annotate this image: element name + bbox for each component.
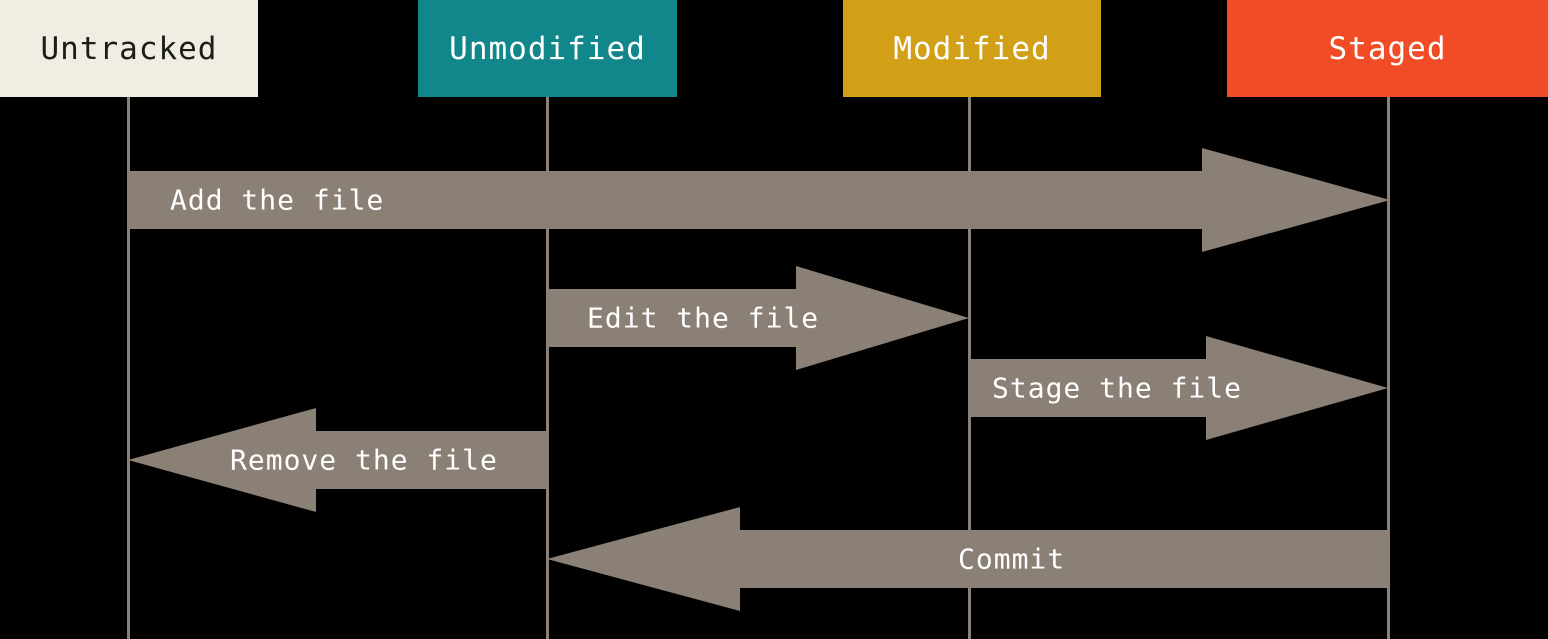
state-label-untracked: Untracked [40, 30, 218, 67]
state-box-unmodified: Unmodified [418, 0, 677, 97]
transition-remove-arrow-body [314, 431, 547, 489]
transition-commit-arrow-head [547, 507, 740, 611]
transition-stage-arrow-head [1206, 336, 1388, 440]
state-box-untracked: Untracked [0, 0, 258, 97]
transition-add-arrow-head [1202, 148, 1390, 252]
lifeline-untracked [127, 97, 130, 639]
state-label-modified: Modified [893, 30, 1051, 67]
lifeline-unmodified [546, 97, 549, 639]
transition-remove-label: Remove the file [230, 443, 498, 477]
transition-add-label: Add the file [170, 183, 385, 217]
transition-edit-arrow-body [547, 289, 802, 347]
transition-stage-label: Stage the file [992, 371, 1243, 405]
transition-edit-arrow-head [796, 266, 969, 370]
state-box-staged: Staged [1227, 0, 1548, 97]
lifeline-staged [1387, 97, 1390, 639]
transition-edit-label: Edit the file [587, 301, 820, 335]
state-label-unmodified: Unmodified [449, 30, 646, 67]
transition-commit-arrow-body [738, 530, 1388, 588]
transition-remove-arrow-head [128, 408, 316, 512]
transition-commit-label: Commit [958, 542, 1066, 576]
transition-add-arrow-body [128, 171, 1205, 229]
state-label-staged: Staged [1328, 30, 1447, 67]
transition-stage-arrow-body [969, 359, 1212, 417]
state-box-modified: Modified [843, 0, 1101, 97]
